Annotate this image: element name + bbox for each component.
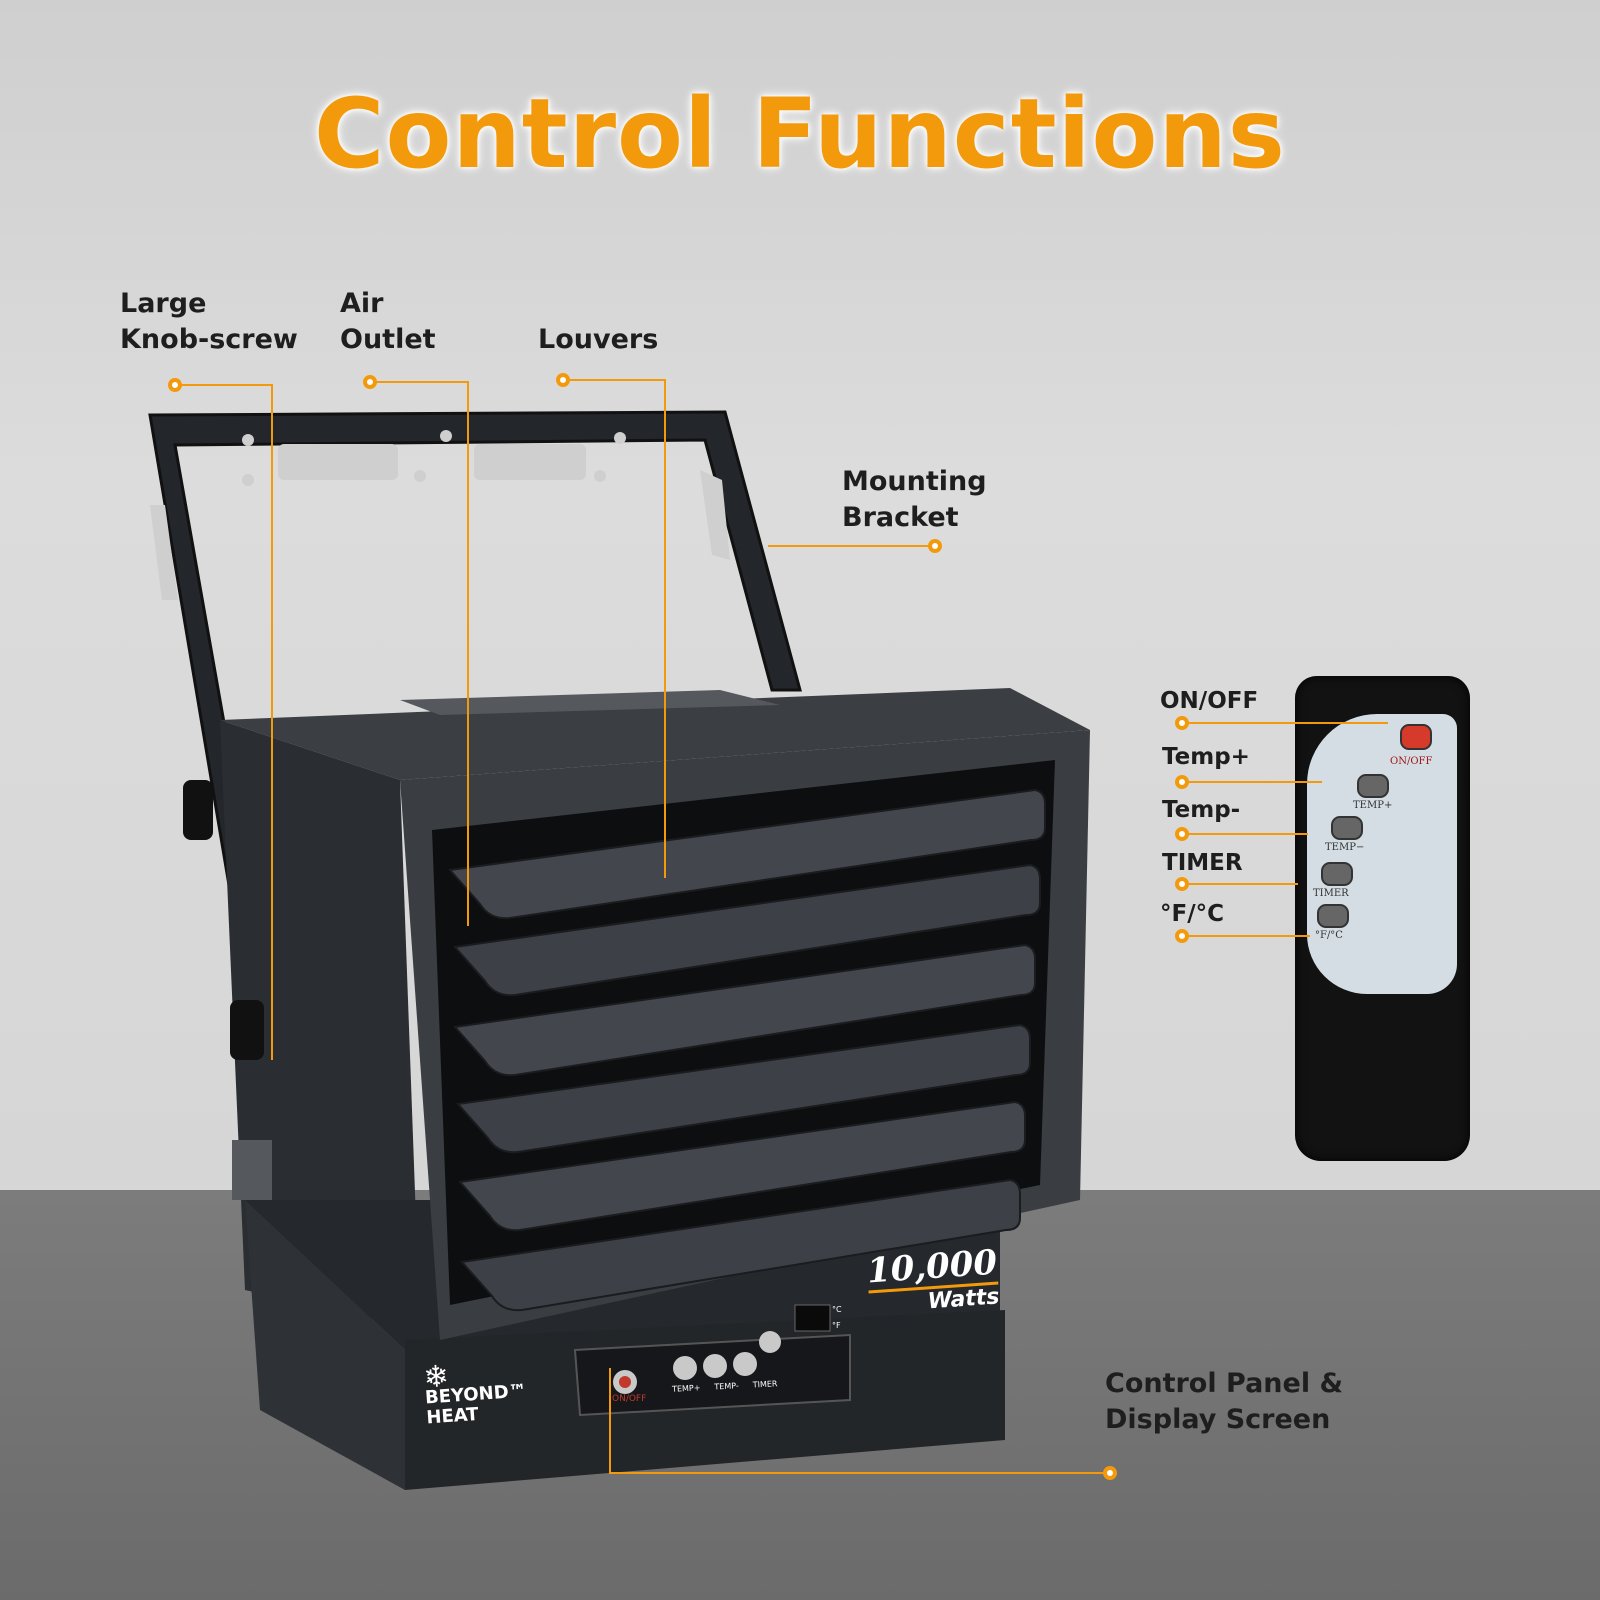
mounting-bracket-marker — [928, 539, 942, 553]
remote-callout-temp-plus: Temp+ — [1162, 744, 1250, 770]
callout-air-outlet: Air Outlet — [340, 286, 436, 358]
louvers — [448, 788, 1046, 1312]
remote-callout-timer: TIMER — [1162, 850, 1243, 876]
panel-onoff-label: ON/OFF — [612, 1394, 647, 1404]
callout-control-panel-line2: Display Screen — [1105, 1404, 1331, 1435]
remote-temp-minus-button[interactable] — [1331, 816, 1363, 840]
louver-slat — [448, 788, 1046, 920]
display-fahrenheit-label: °F — [832, 1321, 841, 1330]
callout-knob-screw: Large Knob-screw — [120, 286, 298, 358]
remote-temp-plus-button[interactable] — [1357, 774, 1389, 798]
callout-mounting-bracket-line2: Bracket — [842, 502, 959, 533]
remote-callout-unit: °F/°C — [1160, 901, 1224, 927]
callout-air-outlet-line2: Outlet — [340, 324, 436, 355]
heater-control-panel — [573, 1304, 851, 1417]
louver-slat — [460, 1178, 1021, 1312]
callout-mounting-bracket: Mounting Bracket — [842, 464, 987, 536]
louver-slat — [458, 1100, 1026, 1232]
louver-slat — [456, 1023, 1031, 1154]
remote-button-panel — [1307, 714, 1457, 994]
remote-temp-minus-marker — [1175, 827, 1189, 841]
remote-label-unit: °F/°C — [1315, 930, 1343, 941]
remote-label-onoff: ON/OFF — [1390, 756, 1433, 767]
remote-power-button[interactable] — [1400, 724, 1432, 750]
remote-temp-plus-marker — [1175, 775, 1189, 789]
louver-slat — [453, 943, 1036, 1077]
knob-screw-marker — [168, 378, 182, 392]
control-panel-marker — [1103, 1466, 1117, 1480]
remote-timer-button[interactable] — [1321, 862, 1353, 886]
louver-slat — [453, 863, 1041, 997]
callout-knob-screw-line1: Large — [120, 288, 207, 319]
callout-control-panel: Control Panel & Display Screen — [1105, 1366, 1343, 1438]
knob-screw-icon — [183, 780, 264, 1060]
remote-unit-marker — [1175, 929, 1189, 943]
remote-label-timer: TIMER — [1313, 888, 1349, 899]
remote-onoff-marker — [1175, 716, 1189, 730]
remote-callout-temp-minus: Temp- — [1162, 797, 1241, 823]
callout-air-outlet-line1: Air — [340, 288, 384, 319]
remote-label-temp-plus: TEMP+ — [1353, 800, 1393, 811]
remote-timer-marker — [1175, 877, 1189, 891]
display-celsius-label: °C — [832, 1305, 842, 1314]
callout-mounting-bracket-line1: Mounting — [842, 466, 987, 497]
remote-callout-onoff: ON/OFF — [1160, 688, 1259, 714]
callout-knob-screw-line2: Knob-screw — [120, 324, 298, 355]
callout-louvers: Louvers — [538, 322, 658, 358]
air-outlet-marker — [363, 375, 377, 389]
remote-unit-button[interactable] — [1317, 904, 1349, 928]
remote-label-temp-minus: TEMP− — [1325, 842, 1365, 853]
remote-control: ON/OFF TEMP+ TEMP− TIMER °F/°C — [1295, 676, 1470, 1161]
louvers-marker — [556, 373, 570, 387]
page-title: Control Functions — [314, 78, 1286, 190]
callout-control-panel-line1: Control Panel & — [1105, 1368, 1344, 1399]
callout-louvers-line1: Louvers — [538, 324, 659, 355]
